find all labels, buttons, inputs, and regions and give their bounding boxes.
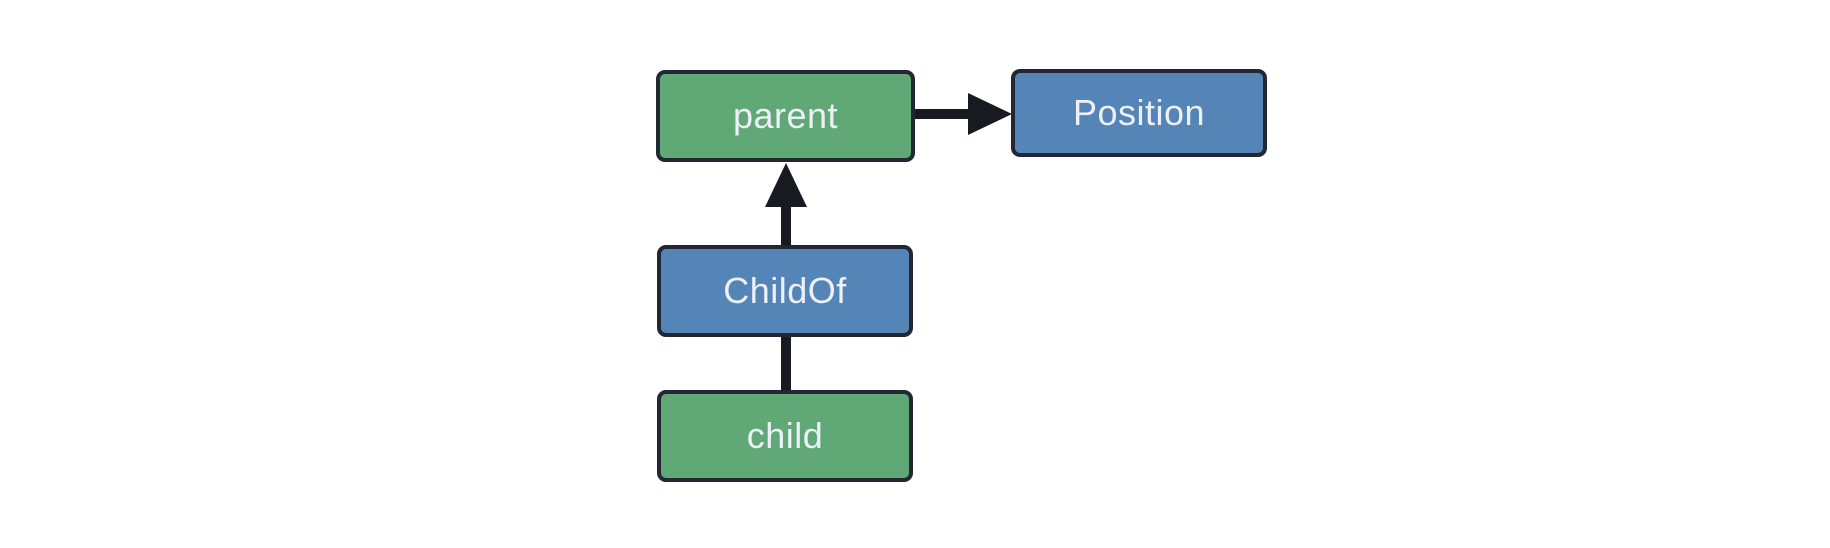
node-parent-label: parent	[732, 95, 839, 136]
node-position: Position	[1011, 69, 1267, 157]
node-childof: ChildOf	[657, 245, 913, 337]
node-parent: parent	[656, 70, 915, 162]
node-child-label: child	[746, 415, 824, 456]
node-childof-label: ChildOf	[723, 270, 847, 311]
arrowhead-up-icon	[765, 163, 807, 207]
edge-childof-to-parent	[765, 163, 807, 247]
node-position-label: Position	[1072, 92, 1206, 133]
edge-parent-to-position	[913, 93, 1012, 135]
node-child: child	[657, 390, 913, 482]
arrowhead-right-icon	[968, 93, 1012, 135]
